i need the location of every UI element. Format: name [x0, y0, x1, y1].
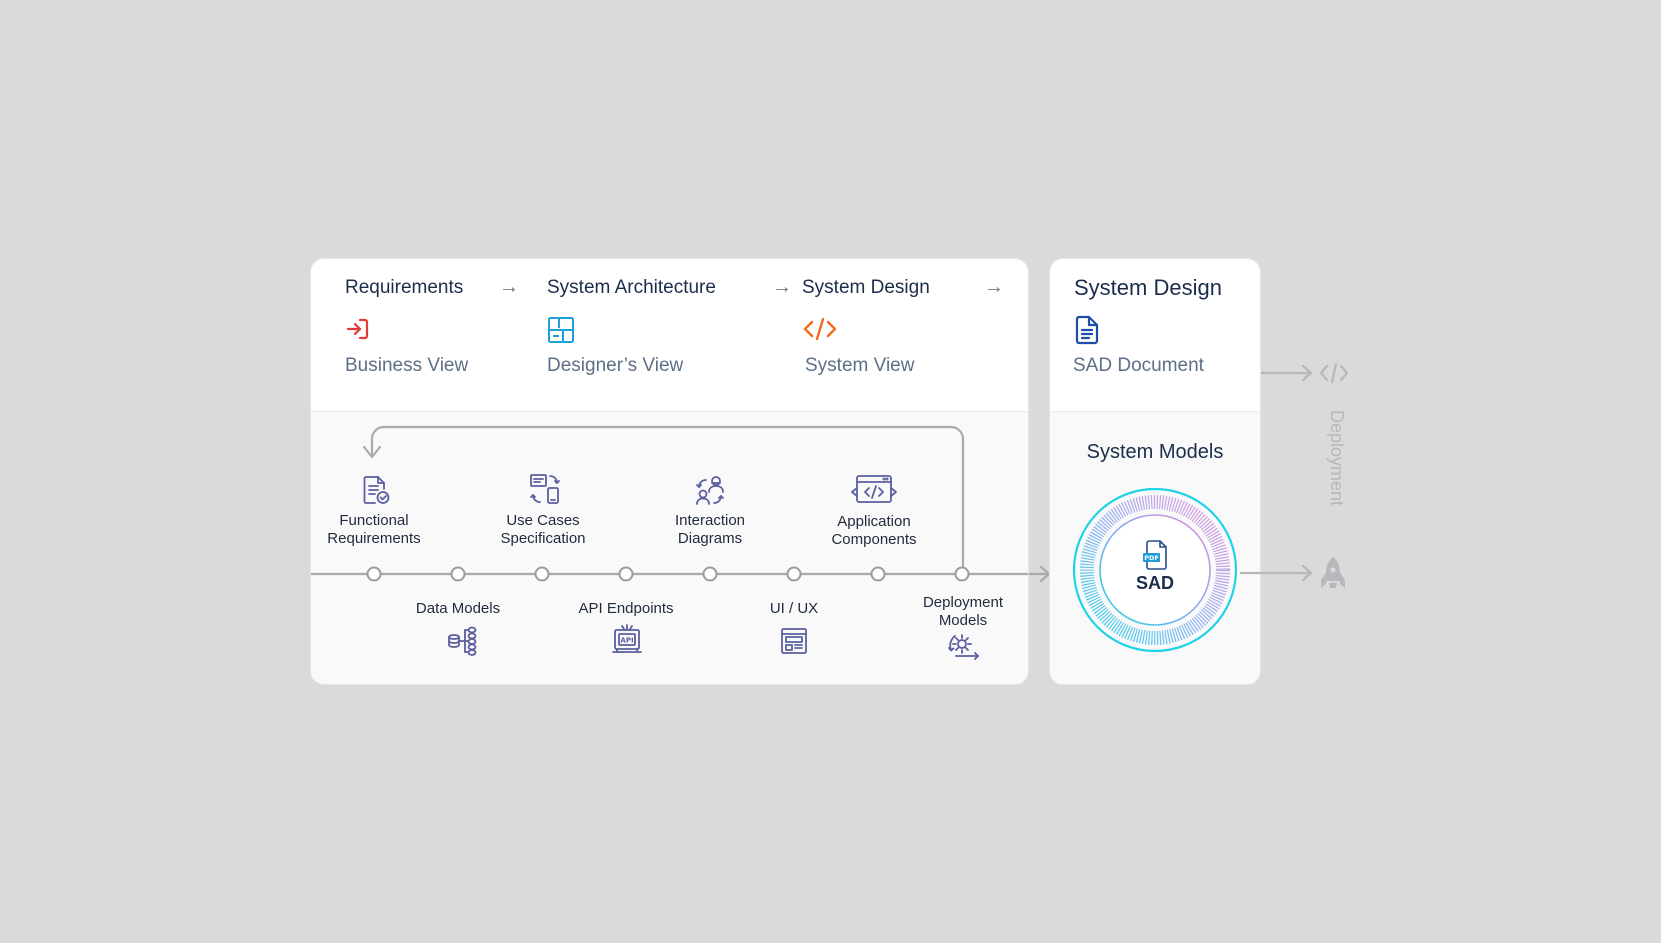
timeline-label-api-endpoints: API Endpoints: [566, 600, 686, 618]
document-icon: [1075, 315, 1099, 345]
deployment-label: Deployment: [1323, 410, 1347, 530]
code-icon-muted: [1318, 361, 1350, 385]
output-panel: System Design SAD Document System Models…: [1049, 258, 1261, 685]
devices-sync-icon: [529, 473, 561, 505]
timeline-to-sad-connector: [1029, 565, 1051, 583]
timeline-node: [368, 568, 381, 581]
users-exchange-icon: [694, 474, 726, 506]
timeline-label-data-models: Data Models: [398, 600, 518, 618]
pdf-file-icon: PDF: [1142, 539, 1170, 571]
svg-text:API: API: [620, 637, 633, 645]
design-card-title: System Design: [1074, 275, 1222, 301]
database-tree-icon: [447, 625, 479, 657]
code-window-icon: [848, 473, 900, 505]
layout-window-icon: [779, 626, 809, 656]
timeline-node: [788, 568, 801, 581]
output-arrow-upper: [1261, 363, 1317, 383]
api-monitor-icon: API: [611, 624, 643, 656]
timeline-label-deployment-models: Deployment Models: [903, 594, 1023, 630]
timeline-node: [452, 568, 465, 581]
rocket-icon: [1320, 556, 1346, 592]
sad-label: SAD: [1050, 573, 1260, 594]
timeline-node: [872, 568, 885, 581]
gear-cycle-icon: [946, 631, 982, 661]
timeline-node: [620, 568, 633, 581]
timeline-label-application-components: Application Components: [814, 513, 934, 549]
svg-text:PDF: PDF: [1144, 554, 1159, 562]
timeline-label-use-cases: Use Cases Specification: [483, 512, 603, 548]
document-check-icon: [359, 474, 391, 506]
process-panel: Requirements → Business View System Arch…: [310, 258, 1029, 685]
system-models-title: System Models: [1050, 441, 1260, 464]
output-arrow-lower: [1240, 563, 1316, 583]
design-card: System Design SAD Document: [1050, 259, 1260, 412]
timeline-node: [536, 568, 549, 581]
design-card-subtitle: SAD Document: [1073, 355, 1204, 377]
timeline-label-functional-requirements: Functional Requirements: [314, 512, 434, 548]
timeline-label-interaction-diagrams: Interaction Diagrams: [650, 512, 770, 548]
timeline-node: [704, 568, 717, 581]
timeline-node: [956, 568, 969, 581]
timeline-label-ui-ux: UI / UX: [734, 600, 854, 618]
